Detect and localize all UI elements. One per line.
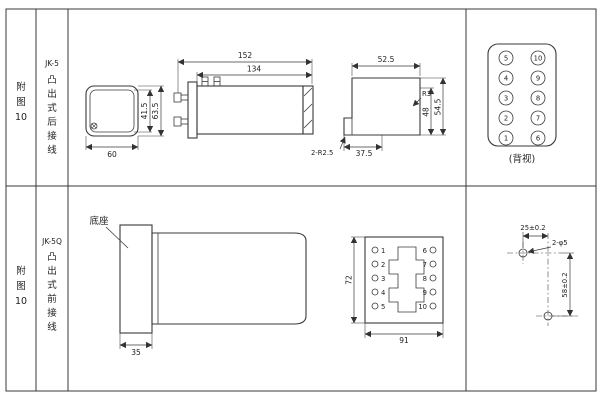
front-inner-height-dim: 41.5 [140, 102, 149, 119]
profile-width-dim: 52.5 [378, 55, 395, 64]
fig2-number: 10 [15, 296, 27, 307]
svg-text:接: 接 [47, 130, 57, 142]
svg-text:前: 前 [47, 293, 57, 305]
front-outer-height-dim: 63.5 [151, 102, 160, 119]
terminal-number: 5 [504, 55, 508, 63]
terminal-number: 7 [536, 115, 540, 123]
drill-horizontal-dim: 25±0.2 [520, 224, 545, 232]
pin-number: 10 [418, 303, 427, 311]
drill-pattern: 25±0.2 2-φ5 58±0.2 [507, 224, 578, 326]
pin-number: 7 [423, 261, 427, 269]
profile-view: 52.5 R3 48 54.5 2-R2.5 37.5 [311, 55, 447, 158]
svg-text:线: 线 [47, 321, 57, 333]
pin-number: 5 [381, 303, 385, 311]
model1-code: JK-5 [44, 59, 59, 68]
sheet-frame [5, 8, 597, 392]
terminal-number: 4 [504, 75, 508, 83]
fig2-char1: 附 [16, 265, 26, 277]
figure-label-top: 附 图 10 [15, 81, 27, 123]
drill-vertical-dim: 58±0.2 [561, 272, 569, 297]
pin-number: 6 [423, 247, 427, 255]
model-label-top: JK-5 凸 出 式 后 接 线 [44, 59, 59, 156]
drill-hole-spec: 2-φ5 [552, 239, 568, 247]
terminal-number: 10 [534, 55, 543, 63]
terminal-number: 2 [504, 115, 508, 123]
svg-text:后: 后 [47, 117, 57, 128]
model-label-bottom: JK-5Q 凸 出 式 前 接 线 [41, 237, 62, 333]
rear-view-caption: (背视) [509, 153, 535, 165]
base-depth-dim: 35 [131, 348, 141, 357]
profile-radius-label: R3 [422, 90, 431, 98]
profile-outer-height-dim: 54.5 [434, 98, 443, 115]
terminal-number: 6 [536, 135, 540, 143]
pin-number: 4 [381, 289, 385, 297]
panel-width-dim: 91 [399, 336, 409, 345]
side-body-length-dim: 134 [247, 65, 262, 74]
fig1-char2: 图 [16, 97, 26, 108]
side-length-dim: 152 [238, 51, 253, 60]
svg-text:凸: 凸 [47, 75, 57, 86]
fig1-char1: 附 [16, 81, 26, 93]
drill-hole [518, 248, 528, 258]
base-label: 底座 [89, 215, 109, 227]
figure-label-bottom: 附 图 10 [15, 265, 27, 307]
svg-text:接: 接 [47, 307, 57, 319]
svg-text:线: 线 [47, 144, 57, 156]
svg-text:出: 出 [47, 88, 57, 100]
front-view: 60 41.5 63.5 [85, 85, 165, 159]
terminal-number: 8 [536, 95, 540, 103]
profile-flange-width-dim: 37.5 [356, 149, 373, 158]
front-width-dim: 60 [107, 150, 117, 159]
terminal-number: 9 [536, 75, 540, 83]
svg-text:式: 式 [47, 279, 57, 291]
svg-text:式: 式 [47, 102, 57, 114]
fig1-number: 10 [15, 112, 27, 123]
model2-code: JK-5Q [41, 237, 62, 246]
terminal-number: 3 [504, 95, 508, 103]
pin-number: 2 [381, 261, 385, 269]
panel-height-dim: 72 [345, 275, 354, 285]
pin-number: 3 [381, 275, 385, 283]
side-view: 152 134 [173, 51, 314, 139]
pin-number: 9 [423, 289, 427, 297]
svg-text:凸: 凸 [47, 252, 57, 263]
fig2-char2: 图 [16, 281, 26, 292]
profile-corner-radius-note: 2-R2.5 [311, 149, 333, 157]
terminal-rear-view: 5 4 3 2 1 10 9 8 7 6 (背视) [487, 43, 557, 165]
svg-text:出: 出 [47, 265, 57, 277]
pin-number: 8 [423, 275, 427, 283]
panel-cutout-view: 1 2 3 4 5 6 7 8 9 10 72 91 [345, 236, 444, 345]
base-view: 底座 35 [89, 215, 307, 357]
profile-inner-height-dim: 48 [422, 107, 431, 117]
pin-number: 1 [381, 247, 385, 255]
terminal-number: 1 [504, 135, 508, 143]
